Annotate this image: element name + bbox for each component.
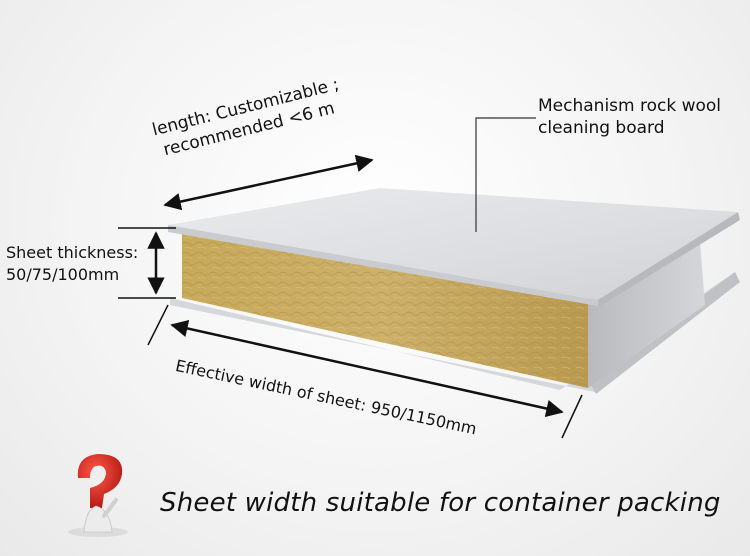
- thickness-label-line-2: 50/75/100mm: [6, 265, 120, 284]
- width-indicator: [147, 304, 583, 439]
- question-mark-person-icon: [68, 454, 128, 537]
- thickness-label-line-1: Sheet thickness:: [6, 243, 139, 262]
- side-steel-face: [588, 242, 705, 388]
- top-steel-sheet: [168, 188, 740, 306]
- mechanism-label-line-1: Mechanism rock wool: [538, 96, 722, 116]
- caption: Sheet width suitable for container packi…: [160, 488, 721, 518]
- length-arrow: [163, 154, 374, 211]
- mechanism-label-line-2: cleaning board: [538, 118, 665, 138]
- thickness-indicator: [118, 227, 176, 299]
- thickness-label: Sheet thickness: 50/75/100mm: [6, 242, 138, 286]
- mechanism-leader-line: [475, 117, 536, 232]
- mechanism-label: Mechanism rock wool cleaning board: [538, 95, 721, 139]
